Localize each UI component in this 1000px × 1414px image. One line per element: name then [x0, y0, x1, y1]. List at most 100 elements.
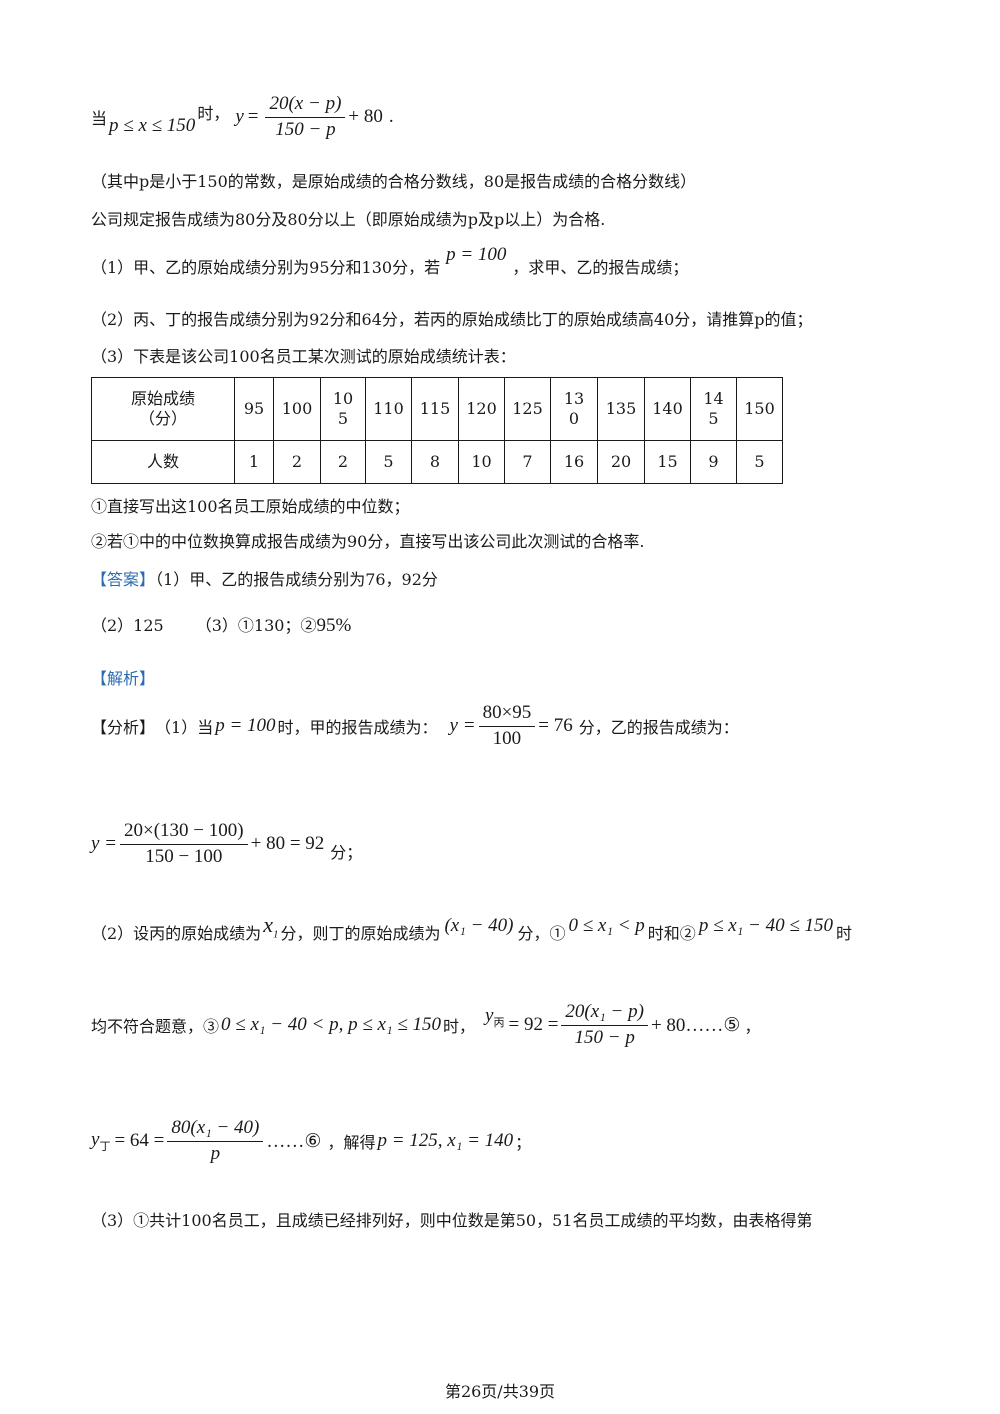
equation-yi-unit: 分；	[330, 843, 363, 862]
part-4-text-2: ；	[515, 1133, 532, 1152]
equation-yi-numerator: 20×(130 − 100)	[120, 820, 248, 845]
sub-question-1: ①直接写出这100名员工原始成绩的中位数；	[91, 497, 410, 516]
part-3-y: y丙	[485, 1004, 505, 1029]
part-2-math-1: (x₁ − 40)	[444, 915, 514, 936]
question-2: （2）丙、丁的报告成绩分别为92分和64分，若丙的原始成绩比丁的原始成绩高40分…	[91, 310, 813, 329]
fenxi-numerator: 80×95	[478, 702, 536, 727]
count-cell: 16	[550, 440, 598, 484]
equation-yi-result: + 80 = 92	[250, 833, 325, 854]
part-2-math-2: 0 ≤ x₁ < p	[568, 915, 645, 936]
count-cell: 1	[234, 440, 274, 484]
count-cell: 7	[504, 440, 551, 484]
score-cell: 150	[736, 377, 783, 441]
answer-text-1: （1）甲、乙的报告成绩分别为76，92分	[155, 570, 438, 589]
count-cell: 20	[597, 440, 645, 484]
condition-plus80: + 80	[348, 106, 383, 127]
condition-range: p ≤ x ≤ 150	[109, 115, 196, 136]
fenxi-text-2: 时，甲的报告成绩为：	[277, 718, 438, 737]
condition-fraction: 20(x − p) 150 − p	[265, 93, 346, 141]
question-1-text-a: （1）甲、乙的原始成绩分别为95分和130分，若	[91, 258, 441, 277]
count-cell: 10	[458, 440, 505, 484]
count-cell: 2	[273, 440, 321, 484]
question-3: （3）下表是该公司100名员工某次测试的原始成绩统计表：	[91, 347, 516, 366]
part-4-tail: ……⑥	[266, 1130, 322, 1152]
part-5-text: （3）①共计100名员工，且成绩已经排列好，则中位数是第50，51名员工成绩的平…	[91, 1211, 813, 1230]
part-4-y: y丁	[91, 1128, 111, 1153]
part-3-numerator: 20(x₁ − p)	[561, 1001, 648, 1026]
part-4-fraction: 80(x₁ − 40) p	[167, 1117, 264, 1165]
part-3-math-1: 0 ≤ x₁ − 40 < p, p ≤ x₁ ≤ 150	[221, 1014, 442, 1035]
rule-text: 公司规定报告成绩为80分及80分以上（即原始成绩为p及p以上）为合格.	[91, 210, 606, 229]
question-1-text-b: ，求甲、乙的报告成绩；	[512, 258, 689, 277]
answer-text-2c: 95%	[316, 615, 352, 636]
part-4-text-1: ，解得	[327, 1133, 376, 1152]
score-cell: 125	[504, 377, 551, 441]
condition-eq: =	[247, 106, 259, 127]
count-row: 人数 1 2 2 5 8 10 7 16 20 15 9 5	[91, 440, 783, 484]
score-cell: 100	[273, 377, 321, 441]
score-header-cell: 原始成绩 （分）	[91, 377, 235, 441]
fenxi-text-1: （1）当	[155, 718, 214, 737]
answer-line-2: （2）125 （3）①130；②95%	[91, 612, 351, 637]
count-cell: 8	[411, 440, 459, 484]
fenxi-line: 【分析】 （1）当 p = 100 时，甲的报告成绩为： y = 80×95 1…	[91, 700, 739, 752]
part-2-text-2: 分，则丁的原始成绩为	[280, 924, 441, 943]
note-text: （其中p是小于150的常数，是原始成绩的合格分数线，80是报告成绩的合格分数线）	[91, 172, 697, 191]
count-header-cell: 人数	[91, 440, 235, 484]
fenxi-math-1: p = 100	[215, 715, 276, 736]
score-cell: 120	[458, 377, 505, 441]
part-3-text-2: 时，	[443, 1017, 476, 1036]
sub-question-2: ②若①中的中位数换算成报告成绩为90分，直接写出该公司此次测试的合格率.	[91, 532, 645, 551]
condition-y: y	[235, 106, 244, 127]
equation-yi-denominator: 150 − 100	[145, 845, 223, 867]
answer-text-2b: （3）①130；②	[195, 616, 317, 635]
page-footer: 第26页/共39页	[444, 1382, 556, 1401]
fenxi-fraction: 80×95 100	[478, 702, 536, 750]
score-header-line-1: 原始成绩	[130, 389, 195, 408]
score-header-line-2: （分）	[138, 409, 187, 428]
part-2-text-4: 时和②	[647, 924, 696, 943]
part-3-comma: ，	[744, 1017, 761, 1036]
part-3-line: 均不符合题意，③ 0 ≤ x₁ − 40 < p, p ≤ x₁ ≤ 150 时…	[91, 996, 760, 1054]
part-3-fraction: 20(x₁ − p) 150 − p	[561, 1001, 648, 1049]
part-3-eq: = 92 =	[508, 1014, 559, 1035]
part-2-text-5: 时	[836, 924, 853, 943]
fenxi-result: = 76	[538, 715, 573, 736]
part-2-x1: x1	[263, 911, 279, 941]
equation-yi: y = 20×(130 − 100) 150 − 100 + 80 = 92 分…	[91, 816, 362, 872]
score-cell: 95	[234, 377, 274, 441]
part-4-numerator: 80(x₁ − 40)	[167, 1117, 264, 1142]
answer-text-2a: （2）125	[91, 616, 164, 635]
condition-line: 当 p ≤ x ≤ 150 时， y = 20(x − p) 150 − p +…	[91, 92, 394, 142]
condition-time-word: 时，	[197, 104, 230, 123]
equation-yi-fraction: 20×(130 − 100) 150 − 100	[120, 820, 248, 868]
score-cell: 110	[365, 377, 412, 441]
condition-prefix: 当	[91, 109, 108, 128]
part-3-tail: + 80……⑤	[650, 1014, 741, 1036]
score-cell: 115	[411, 377, 459, 441]
part-4-line: y丁 = 64 = 80(x₁ − 40) p ……⑥ ，解得 p = 125,…	[91, 1112, 531, 1170]
fenxi-denominator: 100	[492, 727, 522, 749]
part-3-text-1: 均不符合题意，③	[91, 1017, 220, 1036]
count-cell: 9	[690, 440, 737, 484]
score-cell: 135	[597, 377, 645, 441]
part-2-text-1: （2）设丙的原始成绩为	[91, 924, 262, 943]
count-cell: 15	[644, 440, 691, 484]
count-cell: 5	[365, 440, 412, 484]
part-2-text-3: 分，①	[517, 924, 566, 943]
part-3-y-subscript: 丙	[493, 1016, 505, 1029]
part-2-math-3: p ≤ x₁ − 40 ≤ 150	[698, 915, 834, 936]
question-1: （1）甲、乙的原始成绩分别为95分和130分，若 p = 100 ，求甲、乙的报…	[91, 240, 688, 278]
part-3-denominator: 150 − p	[574, 1026, 635, 1048]
score-cell: 140	[644, 377, 691, 441]
part-2-line: （2）设丙的原始成绩为 x1 分，则丁的原始成绩为 (x₁ − 40) 分，① …	[91, 904, 852, 948]
analysis-label: 【解析】	[91, 669, 156, 688]
question-1-math: p = 100	[446, 244, 507, 265]
fenxi-text-3: 分，乙的报告成绩为：	[578, 718, 739, 737]
answer-label: 【答案】	[91, 570, 156, 589]
